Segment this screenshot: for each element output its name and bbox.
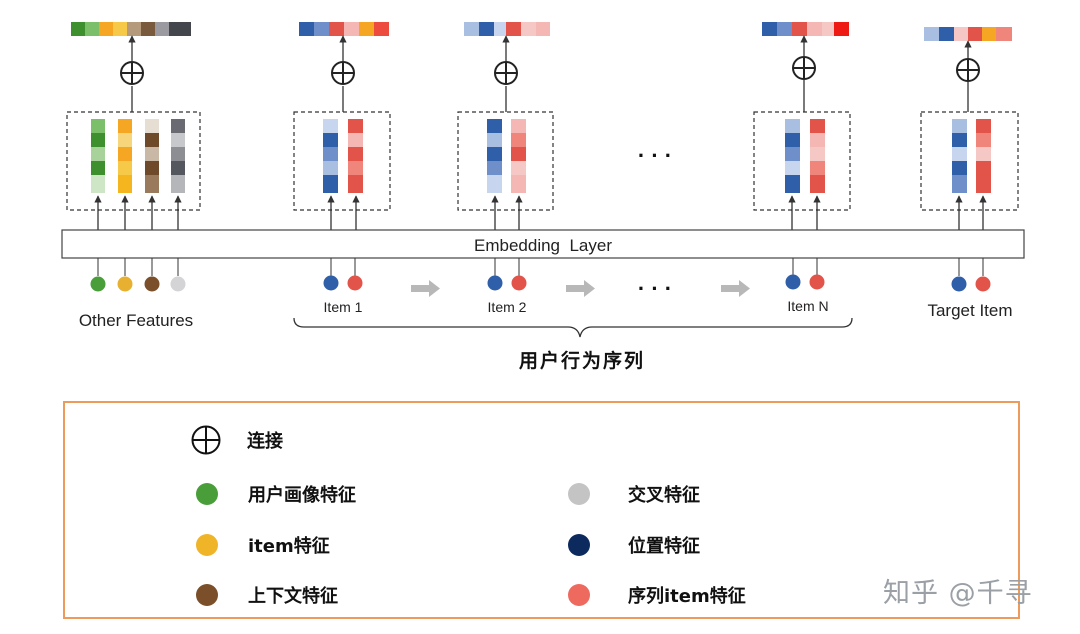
embedding-box-item2 [457,111,554,230]
watermark: 知乎 @千寻 [883,578,1033,609]
legend-user-profile-label: 用户画像特征 [248,485,356,506]
sequence-arrow [566,280,595,297]
embedding-column-position [323,119,338,193]
embedding-column-seq-item [810,119,825,193]
legend-cross-feature: 交叉特征 [568,481,700,507]
cross-feature-swatch [568,483,590,505]
input-target-item: Target Item [927,258,1013,320]
user-profile-dot [90,276,106,292]
embedding-column-context [145,119,159,193]
concat-column-itemN [792,35,816,112]
input-item2: Item 2 [487,258,527,315]
embedding-column-item-feature [118,119,132,193]
seq-item-dot [511,275,527,291]
position-dot [323,275,339,291]
embedding-column-seq-item [976,119,991,193]
legend-user-profile: 用户画像特征 [196,481,356,507]
embedding-layer-label: Embedding Layer [474,236,612,255]
cross-feature-dot [170,276,186,292]
concat-column-item1 [331,35,355,112]
legend-sequence-item-feature-label: 序列item特征 [628,586,746,607]
user-profile-swatch [196,483,218,505]
embedding-box-target [920,111,1019,230]
embedding-column-position [952,119,967,193]
legend-box [63,401,1020,619]
context-feature-swatch [196,584,218,606]
sequence-caption: 用户行为序列 [519,349,645,372]
embedding-column-position [487,119,502,193]
sequence-arrow [411,280,440,297]
legend-cross-feature-label: 交叉特征 [628,485,700,506]
item1-label: Item 1 [324,299,363,315]
concat-column-item2 [494,35,518,112]
embedding-box-other [66,111,201,230]
legend-context-feature: 上下文特征 [196,582,338,608]
seq-item-dot [809,274,825,290]
embedding-column-seq-item [348,119,363,193]
position-dot [951,276,967,292]
legend-position-feature-label: 位置特征 [628,536,700,557]
other-features-label: Other Features [79,311,193,330]
position-feature-swatch [568,534,590,556]
item-feature-dot [117,276,133,292]
seq-item-dot [347,275,363,291]
itemN-label: Item N [787,298,828,314]
concat-icon [331,61,355,85]
sequence-ellipsis: · · · [638,276,672,301]
concat-icon [191,425,221,455]
output-bar-item1 [299,22,389,36]
output-bar-itemN [762,22,849,36]
legend-item-feature-label: item特征 [248,536,330,557]
legend-item-feature: item特征 [196,532,330,558]
top-ellipsis: · · · [638,143,672,168]
legend-concat: 连接 [191,425,283,455]
item-feature-swatch [196,534,218,556]
output-bar-other [71,22,191,36]
embedding-column-seq-item [511,119,526,193]
embedding-column-cross [171,119,185,193]
concat-icon [494,61,518,85]
legend-sequence-item-feature: 序列item特征 [568,582,746,608]
embedding-column-user-profile [91,119,105,193]
concat-icon [956,58,980,82]
concat-column-other [120,35,144,112]
embedding-box-itemN [753,111,851,230]
sequence-item-feature-swatch [568,584,590,606]
output-bar-item2 [464,22,550,36]
embedding-layer: Embedding Layer [61,229,1025,259]
position-dot [487,275,503,291]
legend-context-feature-label: 上下文特征 [248,586,338,607]
input-other-features: Other Features [79,258,193,330]
legend-concat-label: 连接 [247,431,283,452]
context-feature-dot [144,276,160,292]
sequence-brace [293,317,853,338]
concat-icon [120,61,144,85]
output-bar-target [924,27,1012,41]
seq-item-dot [975,276,991,292]
item2-label: Item 2 [488,299,527,315]
target-item-label: Target Item [927,301,1012,320]
position-dot [785,274,801,290]
concat-column-target [956,40,980,112]
legend-position-feature: 位置特征 [568,532,700,558]
input-itemN: Item N [785,258,829,314]
sequence-arrow [721,280,750,297]
input-item1: Item 1 [323,258,363,315]
embedding-box-item1 [293,111,391,230]
embedding-column-position [785,119,800,193]
concat-icon [792,56,816,80]
